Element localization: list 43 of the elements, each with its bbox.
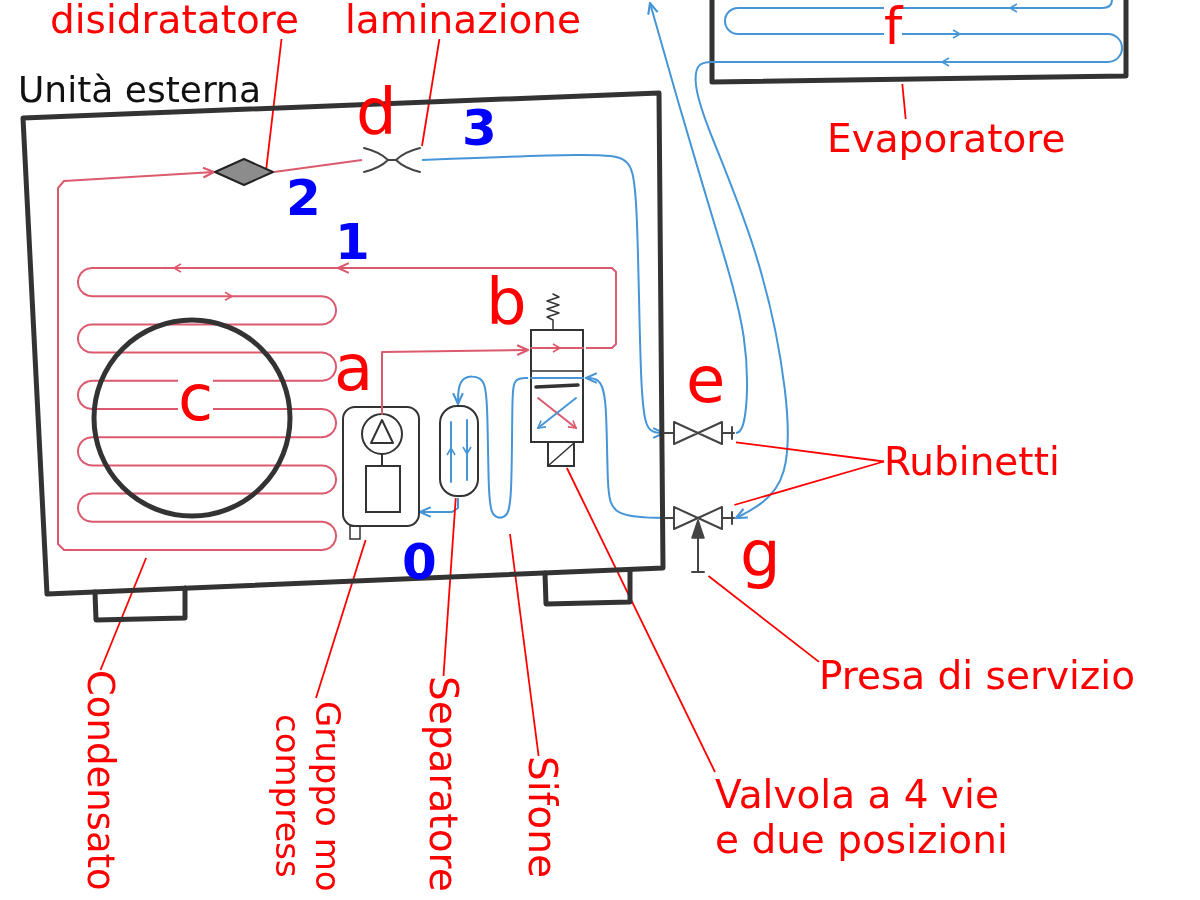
callout-label: Separatore bbox=[424, 676, 463, 892]
separator-vessel bbox=[438, 404, 480, 498]
callout-label: Valvola a 4 vie e due posizioni bbox=[715, 772, 1020, 862]
shutoff-valve-symbol bbox=[664, 505, 736, 576]
state-point-number: 1 bbox=[335, 222, 370, 262]
leader-line bbox=[509, 533, 540, 757]
expansion-valve-symbol bbox=[362, 146, 422, 174]
refrigerant-pipe bbox=[418, 497, 459, 518]
leader-line bbox=[315, 539, 367, 699]
leader-line bbox=[421, 38, 441, 147]
refrigerant-pipe bbox=[381, 344, 530, 407]
compressor-symbol bbox=[342, 406, 420, 540]
refrigerant-pipe bbox=[57, 166, 216, 551]
callout-label: laminazione bbox=[345, 0, 582, 39]
callout-label: Presa di servizio bbox=[819, 656, 1136, 695]
leader-line bbox=[901, 83, 907, 120]
shutoff-valve-symbol bbox=[664, 420, 736, 446]
component-letter: b bbox=[486, 270, 527, 334]
refrigerant-pipe bbox=[336, 262, 617, 349]
callout-label: disidratatore bbox=[50, 0, 299, 39]
callout-label: Evaporatore bbox=[827, 119, 1066, 158]
leader-line bbox=[442, 497, 457, 677]
component-letter: e bbox=[686, 348, 726, 412]
filter-drier-symbol bbox=[214, 158, 274, 186]
leader-line bbox=[733, 460, 885, 506]
evaporator-coil bbox=[710, 0, 1128, 84]
component-letter: a bbox=[334, 336, 374, 400]
leader-line bbox=[707, 575, 820, 663]
leader-line bbox=[735, 441, 885, 463]
refrigerant-pipe bbox=[647, 1, 749, 434]
callout-label: Sifone bbox=[523, 756, 562, 878]
callout-label: Rubinetti bbox=[884, 442, 1060, 481]
leader-line bbox=[99, 557, 147, 671]
leader-line bbox=[566, 467, 716, 773]
state-point-number: 2 bbox=[286, 178, 321, 218]
leader-line bbox=[265, 38, 283, 170]
four-way-valve-symbol bbox=[528, 290, 586, 468]
callout-label: Condensato bbox=[82, 670, 119, 891]
callout-label: Gruppo mo compress bbox=[268, 698, 348, 894]
unit-heading: Unità esterna bbox=[18, 72, 261, 108]
state-point-number: 0 bbox=[402, 542, 437, 582]
state-point-number: 3 bbox=[462, 108, 497, 148]
refrigerant-pipe bbox=[273, 159, 363, 173]
